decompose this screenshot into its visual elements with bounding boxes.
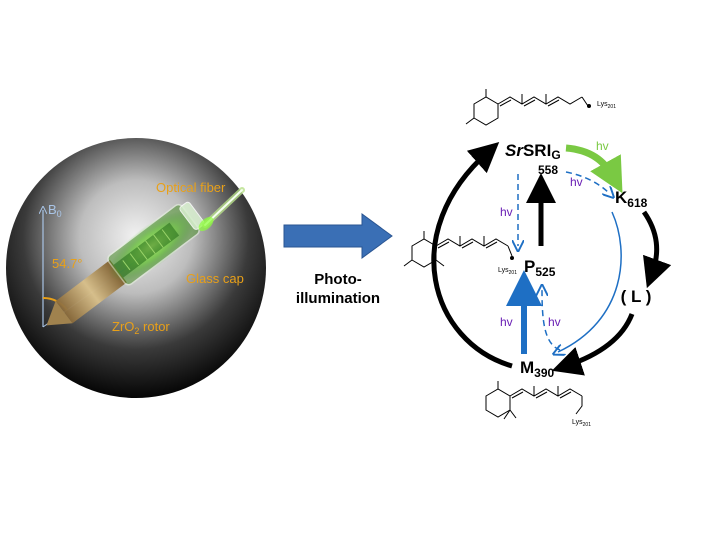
arrow-g-to-k-dashed [565,171,610,194]
photo-illumination-line2: illumination [296,290,380,307]
sample-illustration: B0 54.7° Optical fiber Glass cap [6,138,266,398]
rotor-label: ZrO2 rotor [112,319,170,336]
photocycle: Lys201 SrSRIG 558 K618 ( L ) M390 P525 L… [403,89,672,428]
state-srsri-g: SrSRIG [505,141,561,162]
glass-cap-label: Glass cap [186,271,244,286]
arrow-m-to-p-dashed [542,290,561,351]
arrow-m-to-g [431,142,513,369]
hv-m-p-label: hv [500,315,513,329]
lys201-bottom: Lys201 [572,419,591,428]
hv-g-k-dashed-label: hv [570,175,583,189]
state-k: K618 [615,188,648,210]
photo-illumination-arrow: Photo- illumination [283,213,393,307]
retinal-structure-bottom [485,381,583,420]
hv-green-label: hv [596,139,609,153]
hv-p-g-label: hv [500,205,513,219]
zro2-rotor [46,201,205,326]
arrow-k-to-m-blue [558,211,622,352]
arrow-g-to-k-green [565,144,623,194]
optical-fiber [198,187,245,232]
arrow-k-to-l [641,210,672,289]
arrow-l-to-m [551,313,635,376]
retinal-structure-top [465,89,589,126]
schiff-base-charge-top [587,104,591,108]
block-arrow [283,213,393,259]
hv-m-p-dashed-label: hv [548,315,561,329]
photo-illumination-line1: Photo- [314,271,361,288]
b0-label: B0 [48,202,62,219]
state-l: ( L ) [621,287,652,306]
retinal-structure-middle [403,231,513,268]
state-m: M390 [520,358,555,380]
optical-fiber-label: Optical fiber [156,180,226,195]
lys201-middle: Lys201 [498,267,517,276]
angle-label: 54.7° [52,256,83,271]
schiff-base-charge-middle [510,256,514,260]
lys201-top: Lys201 [597,101,616,110]
state-g-558: 558 [538,163,558,177]
state-p: P525 [524,257,556,279]
